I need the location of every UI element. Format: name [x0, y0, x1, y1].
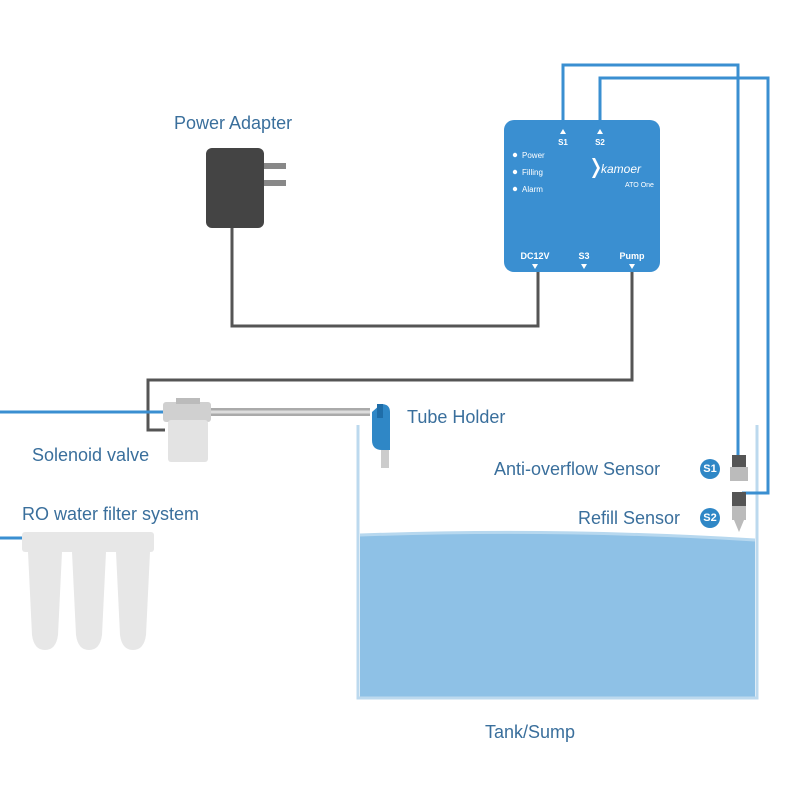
wire-ro	[0, 410, 163, 540]
tank-label: Tank/Sump	[485, 722, 576, 742]
port-s1-label: S1	[558, 138, 568, 147]
ro-cartridge-2	[72, 552, 106, 650]
controller-body	[504, 120, 660, 272]
indicator-filling-dot	[512, 169, 518, 175]
adapter-prong-2	[264, 180, 286, 186]
indicator-filling-label: Filling	[522, 168, 543, 177]
s2-sensor-float	[732, 506, 746, 520]
refill-sensor	[732, 492, 746, 532]
tube-holder-clip	[377, 404, 383, 418]
port-pump-arrow	[629, 264, 635, 269]
refill-label: Refill Sensor	[578, 508, 681, 528]
port-s3-arrow	[581, 264, 587, 269]
s1-sensor-float	[730, 467, 748, 481]
water-surface	[359, 530, 756, 542]
s1-badge: S1	[700, 459, 720, 479]
port-dc12v-label: DC12V	[520, 251, 549, 261]
port-s1-arrow	[560, 129, 566, 134]
s2-badge: S2	[700, 508, 720, 528]
power-adapter-label: Power Adapter	[174, 113, 293, 133]
tube-holder-nozzle	[381, 450, 389, 468]
ro-cartridge-1	[28, 552, 62, 650]
anti-overflow-label: Anti-overflow Sensor	[494, 459, 661, 479]
indicator-alarm-dot	[512, 186, 518, 192]
s2-sensor-tip	[734, 520, 744, 532]
power-adapter	[206, 148, 286, 228]
ro-filter-label: RO water filter system	[22, 504, 200, 524]
kamoer-logo-mark	[592, 158, 600, 178]
adapter-prong-1	[264, 163, 286, 169]
anti-overflow-sensor	[730, 455, 748, 481]
indicator-power-dot	[512, 152, 518, 158]
valve-body	[163, 402, 211, 422]
adapter-body	[206, 148, 264, 228]
tube-holder-label: Tube Holder	[407, 407, 506, 427]
ro-manifold	[22, 532, 154, 552]
sensor-wires	[561, 63, 770, 495]
wire-power	[230, 228, 540, 328]
valve-nut	[176, 398, 200, 404]
wire-pump	[146, 272, 634, 432]
solenoid-valve-label: Solenoid valve	[32, 445, 150, 465]
s1-sensor-head	[732, 455, 746, 467]
valve-coil	[168, 420, 208, 462]
tank-water	[360, 532, 755, 698]
tube-holder-body	[372, 404, 390, 450]
tank	[356, 425, 759, 700]
port-s3-label: S3	[578, 251, 589, 261]
indicator-power-label: Power	[522, 151, 545, 160]
wire-s2	[598, 76, 770, 495]
ato-controller: S1 S2 Power Filling Alarm kamoer ATO One…	[504, 120, 660, 272]
controller-model: ATO One	[625, 182, 654, 189]
ro-filter-system	[22, 532, 154, 650]
tank-wall	[356, 425, 759, 700]
solenoid-valve	[163, 398, 211, 462]
controller-brand: kamoer	[601, 162, 642, 176]
port-s2-arrow	[597, 129, 603, 134]
ro-cartridge-3	[116, 552, 150, 650]
port-pump-label: Pump	[619, 251, 645, 261]
port-dc12v-arrow	[532, 264, 538, 269]
port-s2-label: S2	[595, 138, 605, 147]
wire-s1	[561, 63, 740, 457]
s2-sensor-head	[732, 492, 746, 506]
indicator-alarm-label: Alarm	[522, 185, 543, 194]
tube-holder	[372, 404, 390, 468]
